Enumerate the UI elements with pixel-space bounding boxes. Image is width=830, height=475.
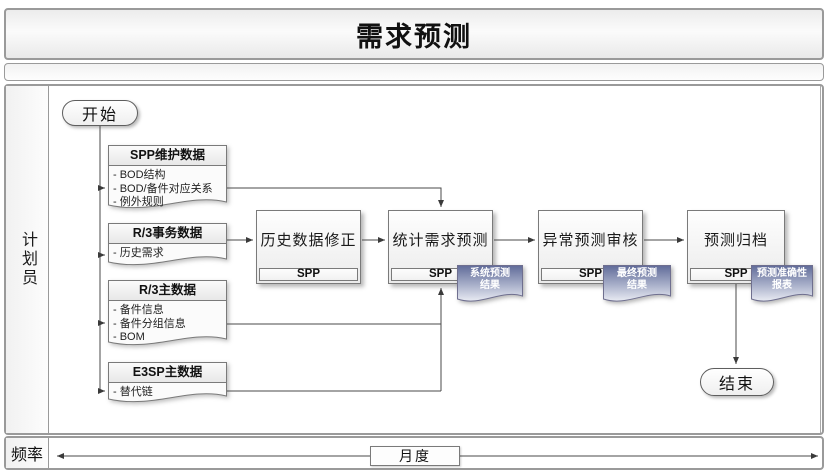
swimlane-role-cell: 计划员 (6, 86, 49, 433)
doc-title: R/3事务数据 (109, 224, 226, 244)
frequency-value-box: 月度 (370, 446, 460, 466)
document-shape (457, 265, 523, 302)
output-doc-label: 最终预测 结果 (617, 268, 657, 291)
page-title: 需求预测 (4, 8, 824, 60)
frequency-label-cell: 频率 (6, 438, 49, 468)
content-right-border (820, 86, 821, 433)
doc-item: - 备件分组信息 (113, 317, 186, 330)
doc-items: - 历史需求 (113, 247, 225, 261)
doc-item: - BOD结构 (113, 169, 166, 181)
end-terminator: 结束 (700, 368, 774, 396)
doc-title: SPP维护数据 (109, 146, 226, 166)
document-shape (603, 265, 671, 302)
output-doc-label: 预测准确性 报表 (757, 268, 807, 291)
data-doc-e3sp-master: E3SP主数据 - 替代链 (108, 362, 227, 405)
swimlane-role-label: 计划员 (19, 231, 36, 288)
output-doc-label: 系统预测 结果 (470, 268, 510, 291)
doc-item: - 备件信息 (113, 304, 164, 316)
process-label: 异常预测审核 (542, 232, 639, 249)
output-doc-forecast-accuracy-report: 预测准确性 报表 (751, 265, 813, 304)
process-history-data-correction: 历史数据修正 SPP (256, 210, 361, 284)
doc-item: - 例外规则 (113, 196, 164, 208)
data-doc-r3-master: R/3主数据 - 备件信息 - 备件分组信息 - BOM (108, 280, 227, 348)
process-label: 统计需求预测 (392, 232, 489, 249)
doc-items: - BOD结构 - BOD/备件对应关系 - 例外规则 (113, 169, 225, 210)
doc-items: - 备件信息 - 备件分组信息 - BOM (113, 304, 225, 345)
frequency-label: 频率 (10, 447, 43, 464)
doc-item: - BOM (113, 331, 145, 343)
document-shape (751, 265, 813, 302)
data-doc-r3-transaction: R/3事务数据 - 历史需求 (108, 223, 227, 268)
process-label: 预测归档 (703, 232, 768, 249)
doc-title: E3SP主数据 (109, 363, 226, 383)
doc-title: R/3主数据 (109, 281, 226, 301)
output-doc-system-forecast-result: 系统预测 结果 (457, 265, 523, 304)
process-label: 历史数据修正 (260, 232, 357, 249)
doc-item: - 历史需求 (113, 247, 164, 259)
doc-item: - 替代链 (113, 386, 153, 398)
process-system-badge: SPP (259, 268, 358, 281)
header-spacer-band (4, 63, 824, 81)
doc-item: - BOD/备件对应关系 (113, 182, 213, 195)
start-terminator: 开始 (62, 100, 138, 126)
data-doc-spp-maintenance: SPP维护数据 - BOD结构 - BOD/备件对应关系 - 例外规则 (108, 145, 227, 211)
output-doc-final-forecast-result: 最终预测 结果 (603, 265, 671, 304)
doc-items: - 替代链 (113, 386, 225, 400)
